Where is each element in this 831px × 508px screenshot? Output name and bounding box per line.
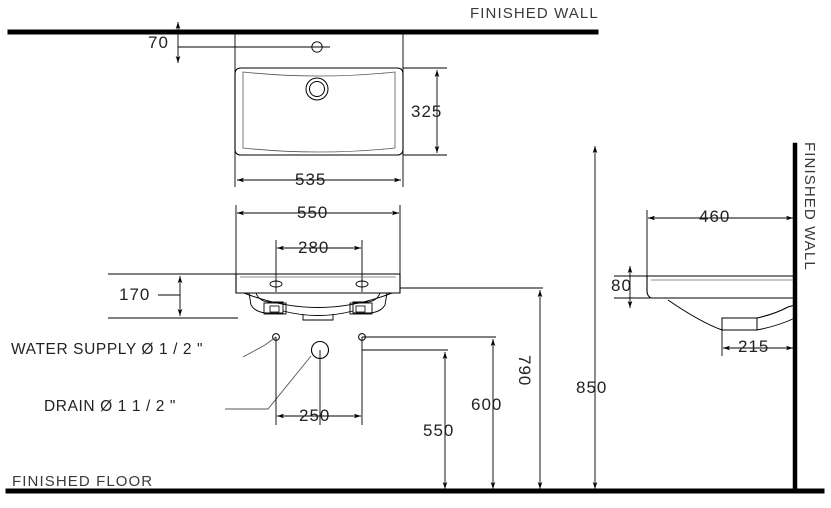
dim-325-label: 325 (411, 102, 443, 121)
elev-basin-rim (235, 273, 401, 294)
side-basin-rim (646, 275, 796, 299)
elev-faucet-hole-right (355, 280, 369, 288)
elev-pedestal-stub (302, 314, 334, 321)
elev-bowl-bottom-curve (282, 310, 354, 316)
dim-80-label: 80 (611, 276, 632, 295)
dim-550-height-label: 550 (423, 421, 455, 440)
plan-basin-outer (234, 67, 404, 156)
elev-basin-left-bracket (248, 292, 284, 314)
elev-mounting-block-right (349, 302, 373, 315)
drain-note: DRAIN Ø 1 1 / 2 " (44, 398, 176, 415)
finished-floor-label: FINISHED FLOOR (12, 473, 154, 490)
plan-faucet-hole (311, 41, 323, 53)
plan-basin-inner (242, 71, 396, 153)
dim-250-label: 250 (299, 406, 331, 425)
elev-faucet-hole-left (269, 280, 283, 288)
finished-wall-right-label: FINISHED WALL (801, 142, 818, 271)
side-basin-bottom-edge (756, 317, 796, 331)
dim-170-label: 170 (119, 285, 151, 304)
elev-mounting-block-left (263, 302, 287, 315)
dim-850-label: 850 (576, 378, 608, 397)
dim-790-label: 790 (515, 355, 534, 387)
elev-mounting-slot-right (355, 305, 366, 313)
side-basin-bowl-lower (722, 318, 758, 331)
water-supply-note: WATER SUPPLY Ø 1 / 2 " (11, 341, 204, 358)
elev-basin-right-bracket (352, 292, 388, 314)
plan-drain-inner-ring (309, 81, 325, 97)
plan-drain-outer-ring (305, 77, 329, 101)
dim-70-label: 70 (148, 33, 169, 52)
elev-mounting-slot-left (269, 305, 280, 313)
elev-basin-bowl-underside (243, 292, 393, 308)
dim-215-label: 215 (738, 337, 770, 356)
drain-leader (225, 355, 312, 410)
side-basin-bowl (667, 299, 796, 331)
dim-535-label: 535 (295, 170, 327, 189)
dim-550-width-label: 550 (297, 203, 329, 222)
water-supply-leader (242, 336, 277, 358)
dim-280-label: 280 (298, 238, 330, 257)
finished-wall-top-label: FINISHED WALL (470, 5, 599, 22)
dim-460-label: 460 (699, 207, 731, 226)
dim-600-label: 600 (471, 395, 503, 414)
